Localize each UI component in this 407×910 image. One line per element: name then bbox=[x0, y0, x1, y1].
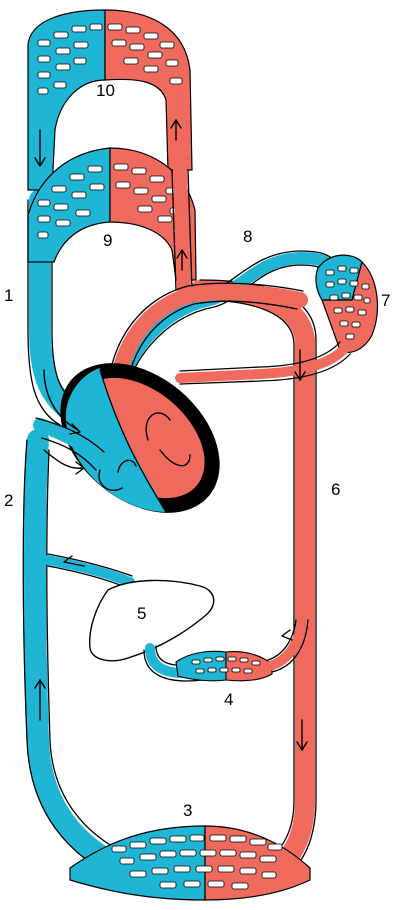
flow-arrows bbox=[34, 119, 308, 751]
label-6: 6 bbox=[331, 480, 341, 499]
lower-body-capillary-bed bbox=[69, 825, 311, 901]
label-1: 1 bbox=[4, 286, 14, 305]
label-7: 7 bbox=[381, 291, 391, 310]
label-8: 8 bbox=[243, 227, 253, 246]
lung-capillary-bed bbox=[315, 254, 379, 353]
gut-capillary-bed bbox=[175, 650, 273, 682]
label-2: 2 bbox=[4, 491, 14, 510]
vena-cava-entry bbox=[33, 369, 107, 475]
label-9: 9 bbox=[103, 231, 113, 250]
liver bbox=[89, 579, 215, 662]
head-capillary-loop bbox=[27, 9, 193, 191]
mesenteric-artery bbox=[265, 615, 309, 673]
carotid-artery bbox=[171, 163, 193, 297]
pulmonary-vein bbox=[175, 341, 351, 385]
vena-cava-left-trunk bbox=[22, 189, 151, 889]
right-heart-blue-half bbox=[65, 368, 166, 512]
label-10: 10 bbox=[96, 81, 115, 100]
hepatic-vein bbox=[43, 553, 135, 589]
heart bbox=[60, 363, 220, 513]
label-4: 4 bbox=[224, 690, 234, 709]
label-3: 3 bbox=[183, 801, 193, 820]
label-5: 5 bbox=[137, 604, 147, 623]
